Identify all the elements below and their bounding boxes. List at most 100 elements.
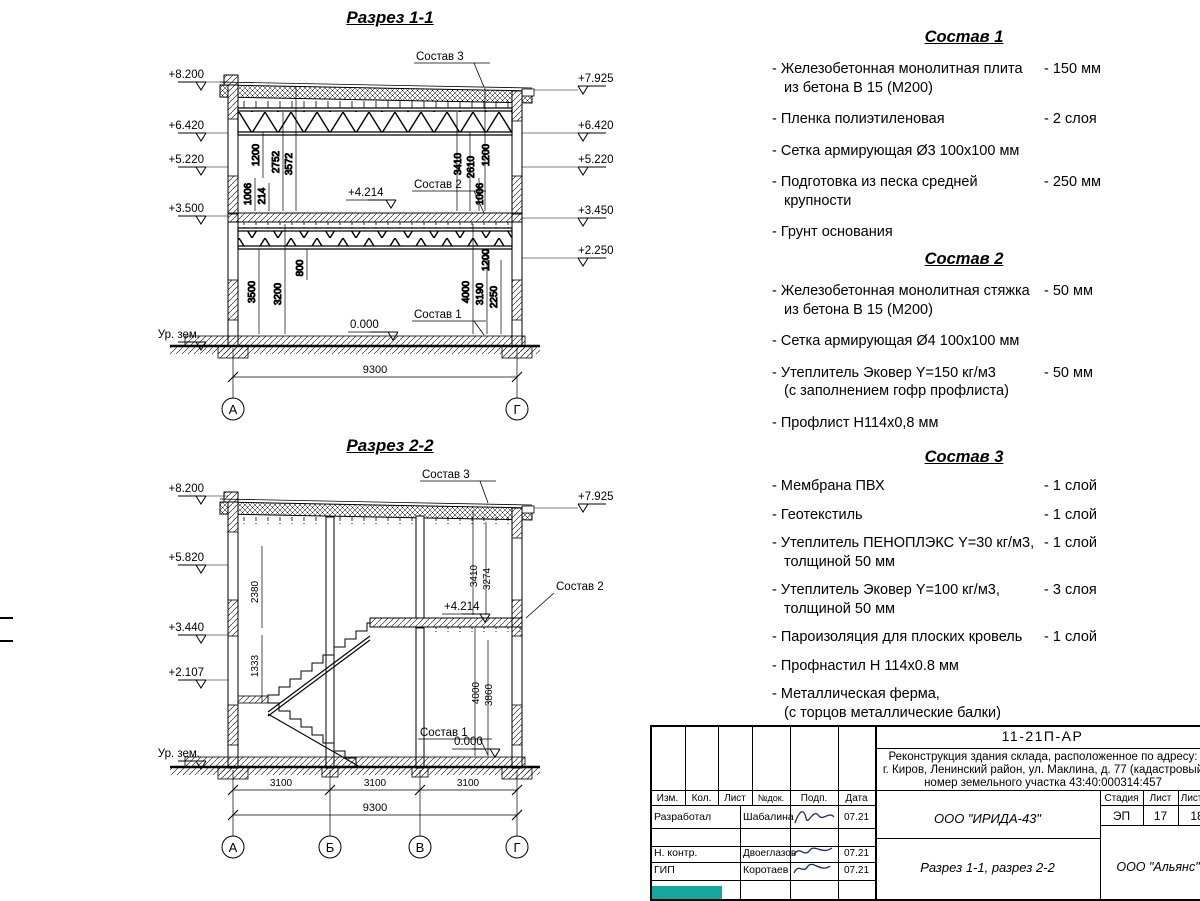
spec-section-1: Состав 1 - Железобетонная монолитная пли…	[772, 28, 1156, 242]
dim-label: 1006	[243, 182, 254, 205]
elevation-label: +2.107	[169, 667, 205, 679]
col-podp: Подп.	[800, 793, 828, 804]
elevation-marks-right: +7.925 +6.420 +5.220 +3.450 +2.250	[522, 73, 614, 267]
spec-item: - Железобетонная монолитная стяжка из бе…	[772, 283, 1093, 318]
section1-title: Разрез 1-1	[346, 8, 434, 27]
dim-label: 3274	[482, 567, 493, 590]
spec-item: - Пленка полиэтиленовая- 2 слоя	[772, 111, 1097, 128]
row-date: 07.21	[843, 812, 870, 823]
axis-label: Г	[513, 840, 520, 855]
elevation-label: +3.450	[578, 205, 614, 217]
section2-title: Разрез 2-2	[346, 436, 434, 455]
elevation-label: +3.440	[169, 622, 205, 634]
elevation-label: +7.925	[578, 73, 614, 85]
axis-label: А	[229, 840, 238, 855]
columns	[325, 515, 425, 769]
customer-org: ООО "Альянс"	[1116, 860, 1200, 874]
sheets-label: Листов	[1180, 793, 1200, 804]
callouts: Состав 3 Состав 2 +4.214 Состав 1 0.000	[346, 51, 490, 341]
section1-drawing: +8.200 +6.420 +5.220 +3.500 Ур. зем. +7.…	[158, 51, 614, 421]
dim-label: 3500	[247, 280, 258, 303]
design-org: ООО "ИРИДА-43"	[933, 811, 1042, 826]
stage-label: Стадия	[1104, 793, 1139, 804]
fold-mark	[0, 617, 13, 619]
dim-label: 3572	[284, 152, 295, 175]
elevation-label: +2.250	[578, 245, 614, 257]
dim-label: 214	[257, 187, 268, 204]
row-date: 07.21	[843, 865, 870, 876]
spec-item: - Утеплитель Эковер Y=150 кг/м3 (с запол…	[772, 364, 1093, 400]
doc-number: 11-21П-АР	[1001, 728, 1084, 744]
row-name: Двоеглазов	[743, 848, 797, 859]
spec-item: - Железобетонная монолитная плита из бет…	[772, 61, 1102, 96]
elevation-label: +8.200	[169, 483, 205, 495]
dim-label: 3410	[469, 564, 480, 587]
elevation-marks-left: +8.200 +6.420 +5.220 +3.500 Ур. зем.	[158, 69, 228, 351]
row-date: 07.21	[843, 848, 870, 859]
spec-item: - Мембрана ПВХ- 1 слой	[772, 478, 1097, 494]
spec-item: - Геотекстиль- 1 слой	[772, 506, 1097, 523]
mid-floor-slab	[369, 617, 523, 632]
roof	[219, 74, 535, 108]
col-data: Дата	[845, 793, 868, 804]
elevation-marks-right: +7.925	[534, 491, 614, 513]
foundation	[170, 756, 540, 780]
signature	[793, 847, 833, 856]
dim-label: 3190	[475, 282, 486, 305]
spec-title: Состав 3	[924, 448, 1004, 466]
roof	[219, 491, 535, 524]
callout-sostav2: Состав 2	[414, 179, 462, 191]
ground-level-label: Ур. зем.	[158, 748, 200, 760]
right-wall	[511, 507, 523, 769]
sheet-number: 17	[1153, 809, 1168, 823]
elevation-label: +3.500	[169, 203, 205, 215]
project-name: Реконструкция здания склада, расположенн…	[882, 751, 1200, 789]
dim-label: 1200	[251, 143, 262, 166]
ground-level-label: Ур. зем.	[158, 329, 200, 341]
stairs	[237, 622, 371, 768]
callout-sostav3: Состав 3	[422, 469, 470, 481]
axis-bubbles: А Г	[221, 397, 529, 421]
spec-item: - Пароизоляция для плоских кровель- 1 сл…	[772, 629, 1097, 646]
overall-dim-label: 9300	[363, 364, 387, 376]
mid-floor-slab	[227, 212, 523, 228]
dimensions: 1200 2752 3572 1006 214 1200 3410 2610 1…	[243, 86, 502, 334]
col-list: Лист	[724, 793, 746, 804]
callout-sostav3: Состав 3	[416, 51, 464, 63]
level-zero-label: 0.000	[454, 736, 483, 748]
spec-item: - Металлическая ферма, (с торцов металли…	[772, 686, 1001, 721]
stamp-mark	[652, 886, 722, 899]
axis-label: Г	[513, 402, 520, 417]
dim-label: 4000	[461, 280, 472, 303]
spec-item: - Утеплитель ПЕНОПЛЭКС Y=30 кг/м3, толщи…	[772, 535, 1097, 570]
level-mid-label: +4.214	[348, 187, 384, 199]
fold-mark	[0, 640, 13, 642]
overall-dim-label: 9300	[363, 802, 387, 814]
callouts: Состав 3 Состав 2 +4.214 Состав 1 0.000	[418, 469, 604, 758]
dim-label: 1006	[475, 182, 486, 205]
sheets-total: 18	[1190, 809, 1200, 823]
dim-label: 2752	[271, 150, 282, 173]
axis-label: А	[229, 402, 238, 417]
dim-label: 3100	[364, 778, 387, 789]
dim-label: 3200	[273, 282, 284, 305]
spec-item: - Профнастил Н 114х0.8 мм	[772, 657, 959, 674]
elevation-marks-left: +8.200 +5.820 +3.440 +2.107 Ур. зем.	[158, 483, 228, 770]
signature	[794, 811, 835, 824]
callout-sostav1: Состав 1	[414, 309, 462, 321]
spec-item: - Профлист Н114х0,8 мм	[772, 414, 939, 431]
dim-label: 1200	[481, 248, 492, 271]
row-name: Коротаев	[743, 864, 789, 876]
callout-sostav2: Состав 2	[556, 581, 604, 593]
elevation-label: +6.420	[578, 120, 614, 132]
axis-bubbles: А Б В Г	[221, 835, 529, 859]
dim-label: 1200	[481, 143, 492, 166]
dim-label: 3410	[453, 152, 464, 175]
row-role: ГИП	[654, 864, 675, 876]
elevation-label: +5.820	[169, 552, 205, 564]
signature	[793, 863, 831, 874]
row-role: Н. контр.	[654, 847, 698, 859]
bottom-dimension: 3100 3100 3100 9300	[227, 770, 523, 836]
axis-label: Б	[326, 840, 335, 855]
